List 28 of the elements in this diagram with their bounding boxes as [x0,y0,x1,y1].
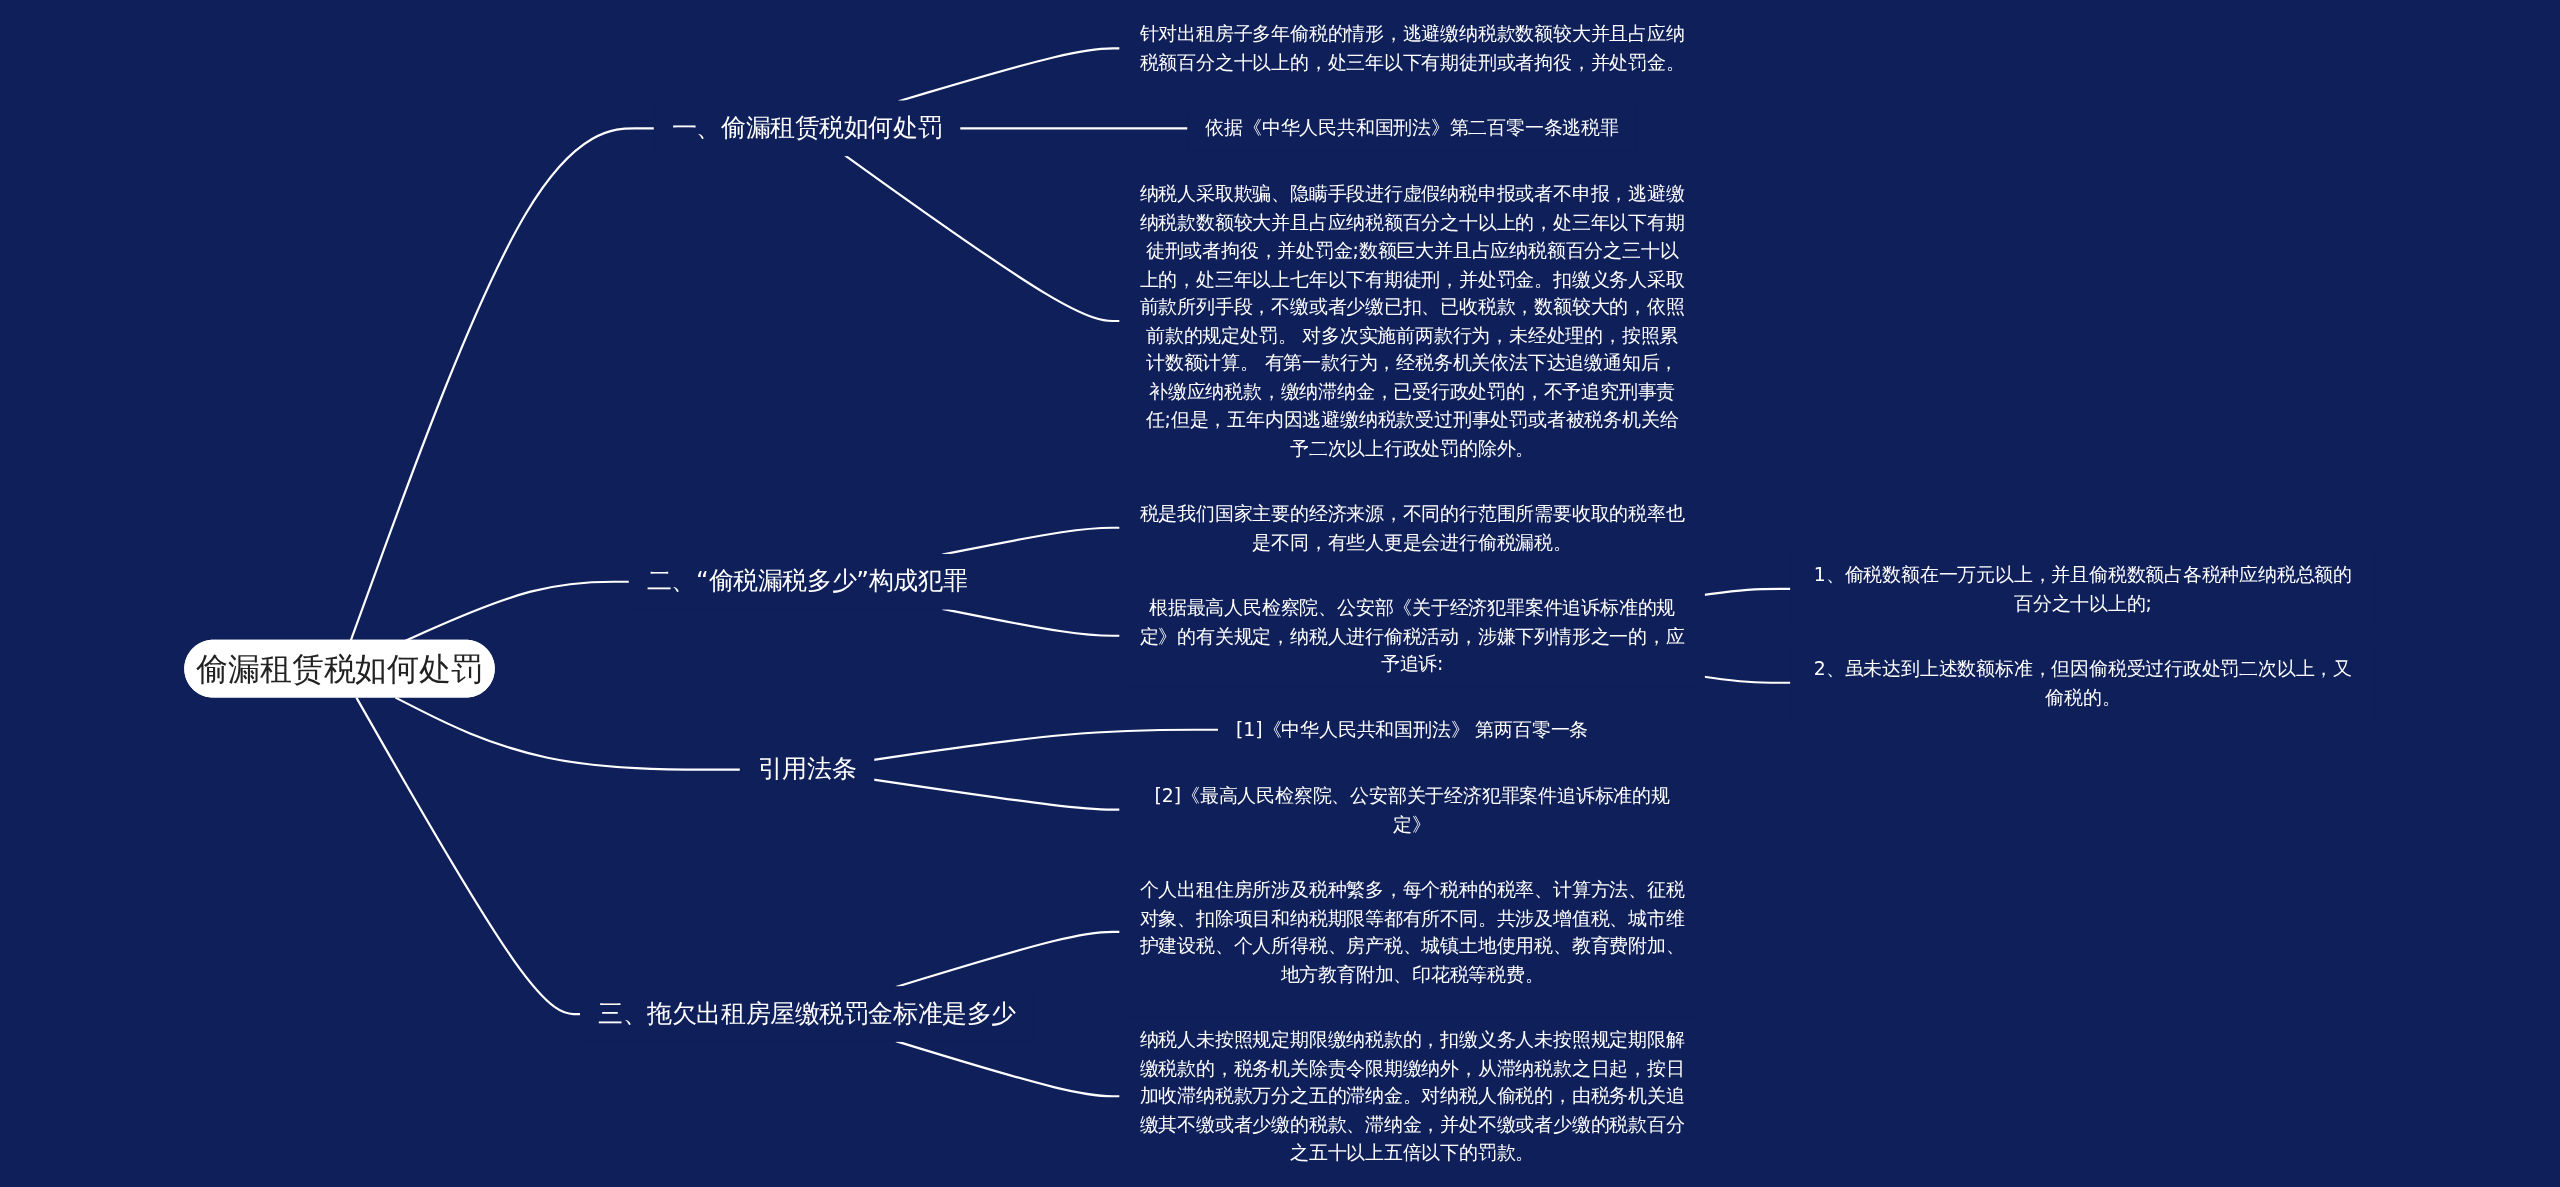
connector [1704,587,1791,596]
node-text: 根据最高人民检察院、公安部《关于经济犯罪案件追诉标准的规定》的有关规定，纳税人进行偷税活动，涉嫌下列情形之一的，应予追诉: [1139,596,1685,675]
connector [844,154,1121,323]
node-text: 一、偷漏租赁税如何处罚 [671,112,943,142]
connector [349,127,655,642]
connector [873,728,1219,761]
node-text: 1、偷税数额在一万元以上，并且偷税数额占各税种应纳税总额的百分之十以上的; [1813,563,2353,614]
node-text: 二、“偷税漏税多少”构成犯罪 [646,566,968,596]
connector [898,47,1121,103]
node-text: 引用法条 [757,754,857,784]
node-text: [1]《中华人民共和国刑法》 第两百零一条 [1236,718,1589,741]
connector [959,127,1188,130]
node-text: 依据《中华人民共和国刑法》第二百零一条逃税罪 [1205,117,1619,139]
connector [355,697,581,1016]
node-text: 纳税人采取欺骗、隐瞒手段进行虚假纳税申报或者不申报，逃避缴纳税款数额较大并且占应纳税额百分之十以上的，处三年以下有期徒刑或者拘役，并处罚金;数额巨大并且占应纳税额百分之三十以上的，处三年以上七年以下有期徒刑，并处罚金。扣缴义务人采取前款所列手段，不缴或者少缴已扣、已收税款，数额较大的，依照前款的规定处罚。 对多次实施前两款行为，未经处理的，按照累计数额计算。 有第一款行为，经税务机关依法下达追缴通知后，补缴应纳税款，缴纳滞纳金，已受行政处罚的，不予追究刑事责任;但是，五年内因逃避缴纳税款受过刑事处罚或者被税务机关给予二次以上行政处罚的除外。 [1139,182,1685,459]
connector [895,1040,1121,1098]
connector [942,526,1121,556]
connector [873,778,1121,811]
connector [394,696,741,771]
connector [942,607,1121,637]
node-text: 纳税人未按照规定期限缴纳税款的，扣缴义务人未按照规定期限解缴税款的，税务机关除责令限期缴纳外，从滞纳税款之日起，按日加收滞纳税款万分之五的滞纳金。对纳税人偷税的，由税务机关追缴其不缴或者少缴的税款、滞纳金，并处不缴或者少缴的税款百分之五十以上五倍以下的罚款。 [1139,1028,1685,1164]
node-text: [2]《最高人民检察院、公安部关于经济犯罪案件追诉标准的规定》 [1154,784,1670,835]
connector [1704,675,1791,684]
node-text: 2、虽未达到上述数额标准，但因偷税受过行政处罚二次以上，又偷税的。 [1813,657,2353,708]
node-text: 税是我们国家主要的经济来源，不同的行范围所需要收取的税率也是不同，有些人更是会进行偷税漏税。 [1139,502,1685,553]
node-text: 个人出租住房所涉及税种繁多，每个税种的税率、计算方法、征税对象、扣除项目和纳税期限等都有所不同。共涉及增值税、城市维护建设税、个人所得税、房产税、城镇土地使用税、教育费附加、地方教育附加、印花税等税费。 [1139,878,1685,985]
node-text: 三、拖欠出租房屋缴税罚金标准是多少 [598,998,1016,1028]
node-text: 针对出租房子多年偷税的情形，逃避缴纳税款数额较大并且占应纳税额百分之十以上的，处三年以下有期徒刑或者拘役，并处罚金。 [1139,23,1685,74]
